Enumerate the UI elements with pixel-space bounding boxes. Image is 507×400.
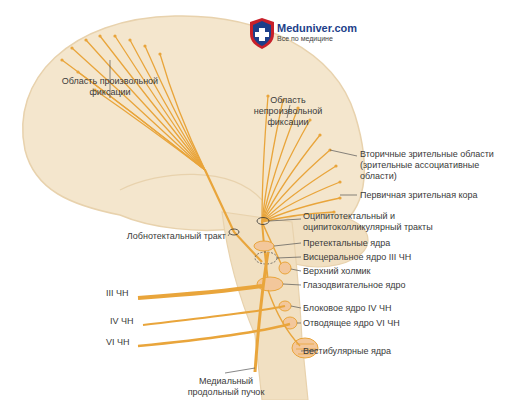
frontal-fibers-part [95, 90, 205, 170]
leader-lines-part [340, 195, 357, 196]
occipital-fiber-ends-part [266, 94, 269, 97]
logo-shield-part [255, 28, 269, 41]
brain-outline [23, 16, 368, 400]
tract-markers-part [257, 218, 269, 225]
frontal-fibers-part [86, 40, 205, 170]
tract-markers-part [229, 229, 239, 235]
area-label: Первичная зрительная кора [360, 190, 500, 201]
frontal-fiber-ends-part [98, 34, 101, 37]
nerves-and-fasciculus-part [268, 290, 300, 346]
leader-lines-part [274, 243, 301, 246]
frontal-fibers-part [145, 46, 205, 170]
frontal-fibers-part [100, 36, 205, 170]
frontal-fiber-ends-part [143, 44, 146, 47]
leader-lines-part [269, 219, 301, 221]
brainstem-nuclei-part [257, 277, 283, 291]
area-label: Область непроизвольной фиксации [243, 95, 333, 128]
frontal-fibers-part [72, 48, 205, 170]
nucleus-label: Висцеральное ядро III ЧН [303, 252, 463, 263]
leader-lines-part [291, 269, 301, 271]
frontal-fibers [62, 36, 262, 262]
tract-label: Лобнотектальный тракт [100, 231, 226, 242]
occipital-fiber-ends-part [338, 196, 341, 199]
frontal-fiber-ends-part [60, 58, 63, 61]
logo-shield-part [253, 21, 271, 46]
brain-outline-part [120, 174, 262, 200]
brainstem-nuclei-part [279, 262, 291, 274]
leader-lines-part [291, 306, 301, 308]
watermark: Meduniver.com [277, 22, 367, 34]
brain-outline-part [222, 212, 308, 400]
nerve-label: III ЧН [106, 288, 146, 299]
leader-lines-part [330, 150, 357, 156]
frontal-fibers-part [205, 170, 262, 262]
nerves-and-fasciculus [138, 252, 300, 372]
occipital-fiber-ends-part [334, 164, 337, 167]
frontal-fiber-ends-part [128, 38, 131, 41]
tract-label: Медиальный продольный пучок [176, 376, 276, 398]
frontal-fibers-part [78, 72, 205, 170]
nerve-label: IV ЧН [110, 316, 150, 327]
nucleus-label: Отводящее ядро VI ЧН [303, 318, 463, 329]
leader-lines-part [297, 323, 301, 324]
frontal-fiber-ends-part [70, 46, 73, 49]
logo-shield [250, 18, 274, 49]
tract-label: Оципитотектальный и оципитоколликулярный… [303, 211, 463, 233]
nerves-and-fasciculus-part [138, 324, 290, 346]
occipital-fibers-part [262, 135, 320, 222]
frontal-fiber-ends-part [158, 52, 161, 55]
nucleus-label: Блоковое ядро IV ЧН [303, 303, 463, 314]
nerves-and-fasciculus-part [143, 306, 285, 325]
brain-outline-part [23, 16, 365, 233]
nucleus-label: Претектальные ядра [303, 238, 463, 249]
frontal-fibers-part [115, 36, 205, 170]
watermark: Все по медицине [277, 35, 367, 43]
occipital-fiber-ends-part [308, 118, 311, 121]
area-label: Вторичные зрительные области (зрительные… [360, 149, 505, 182]
leader-lines-part [283, 284, 301, 285]
leader-lines-part [228, 233, 230, 236]
occipital-fiber-ends-part [318, 133, 321, 136]
frontal-fiber-ends-part [76, 70, 79, 73]
frontal-fibers-part [130, 40, 205, 170]
frontal-fiber-ends-part [113, 34, 116, 37]
nucleus-label: Глазодвигательное ядро [303, 280, 463, 291]
nerves-and-fasciculus-part [138, 286, 262, 298]
area-label: Область произвольной фиксации [58, 76, 162, 98]
nucleus-label: Вестибулярные ядра [303, 346, 463, 357]
nerves-and-fasciculus-part [255, 252, 268, 372]
nucleus-label: Верхний холмик [303, 266, 463, 277]
tract-markers [229, 218, 269, 236]
occipital-fiber-ends-part [338, 180, 341, 183]
frontal-fiber-ends-part [84, 38, 87, 41]
nerve-label: VI ЧН [106, 337, 146, 348]
leader-lines-part [225, 368, 255, 373]
brainstem-nuclei-part [254, 241, 274, 251]
logo-shield-part [250, 18, 274, 49]
leader-lines-part [277, 257, 301, 258]
